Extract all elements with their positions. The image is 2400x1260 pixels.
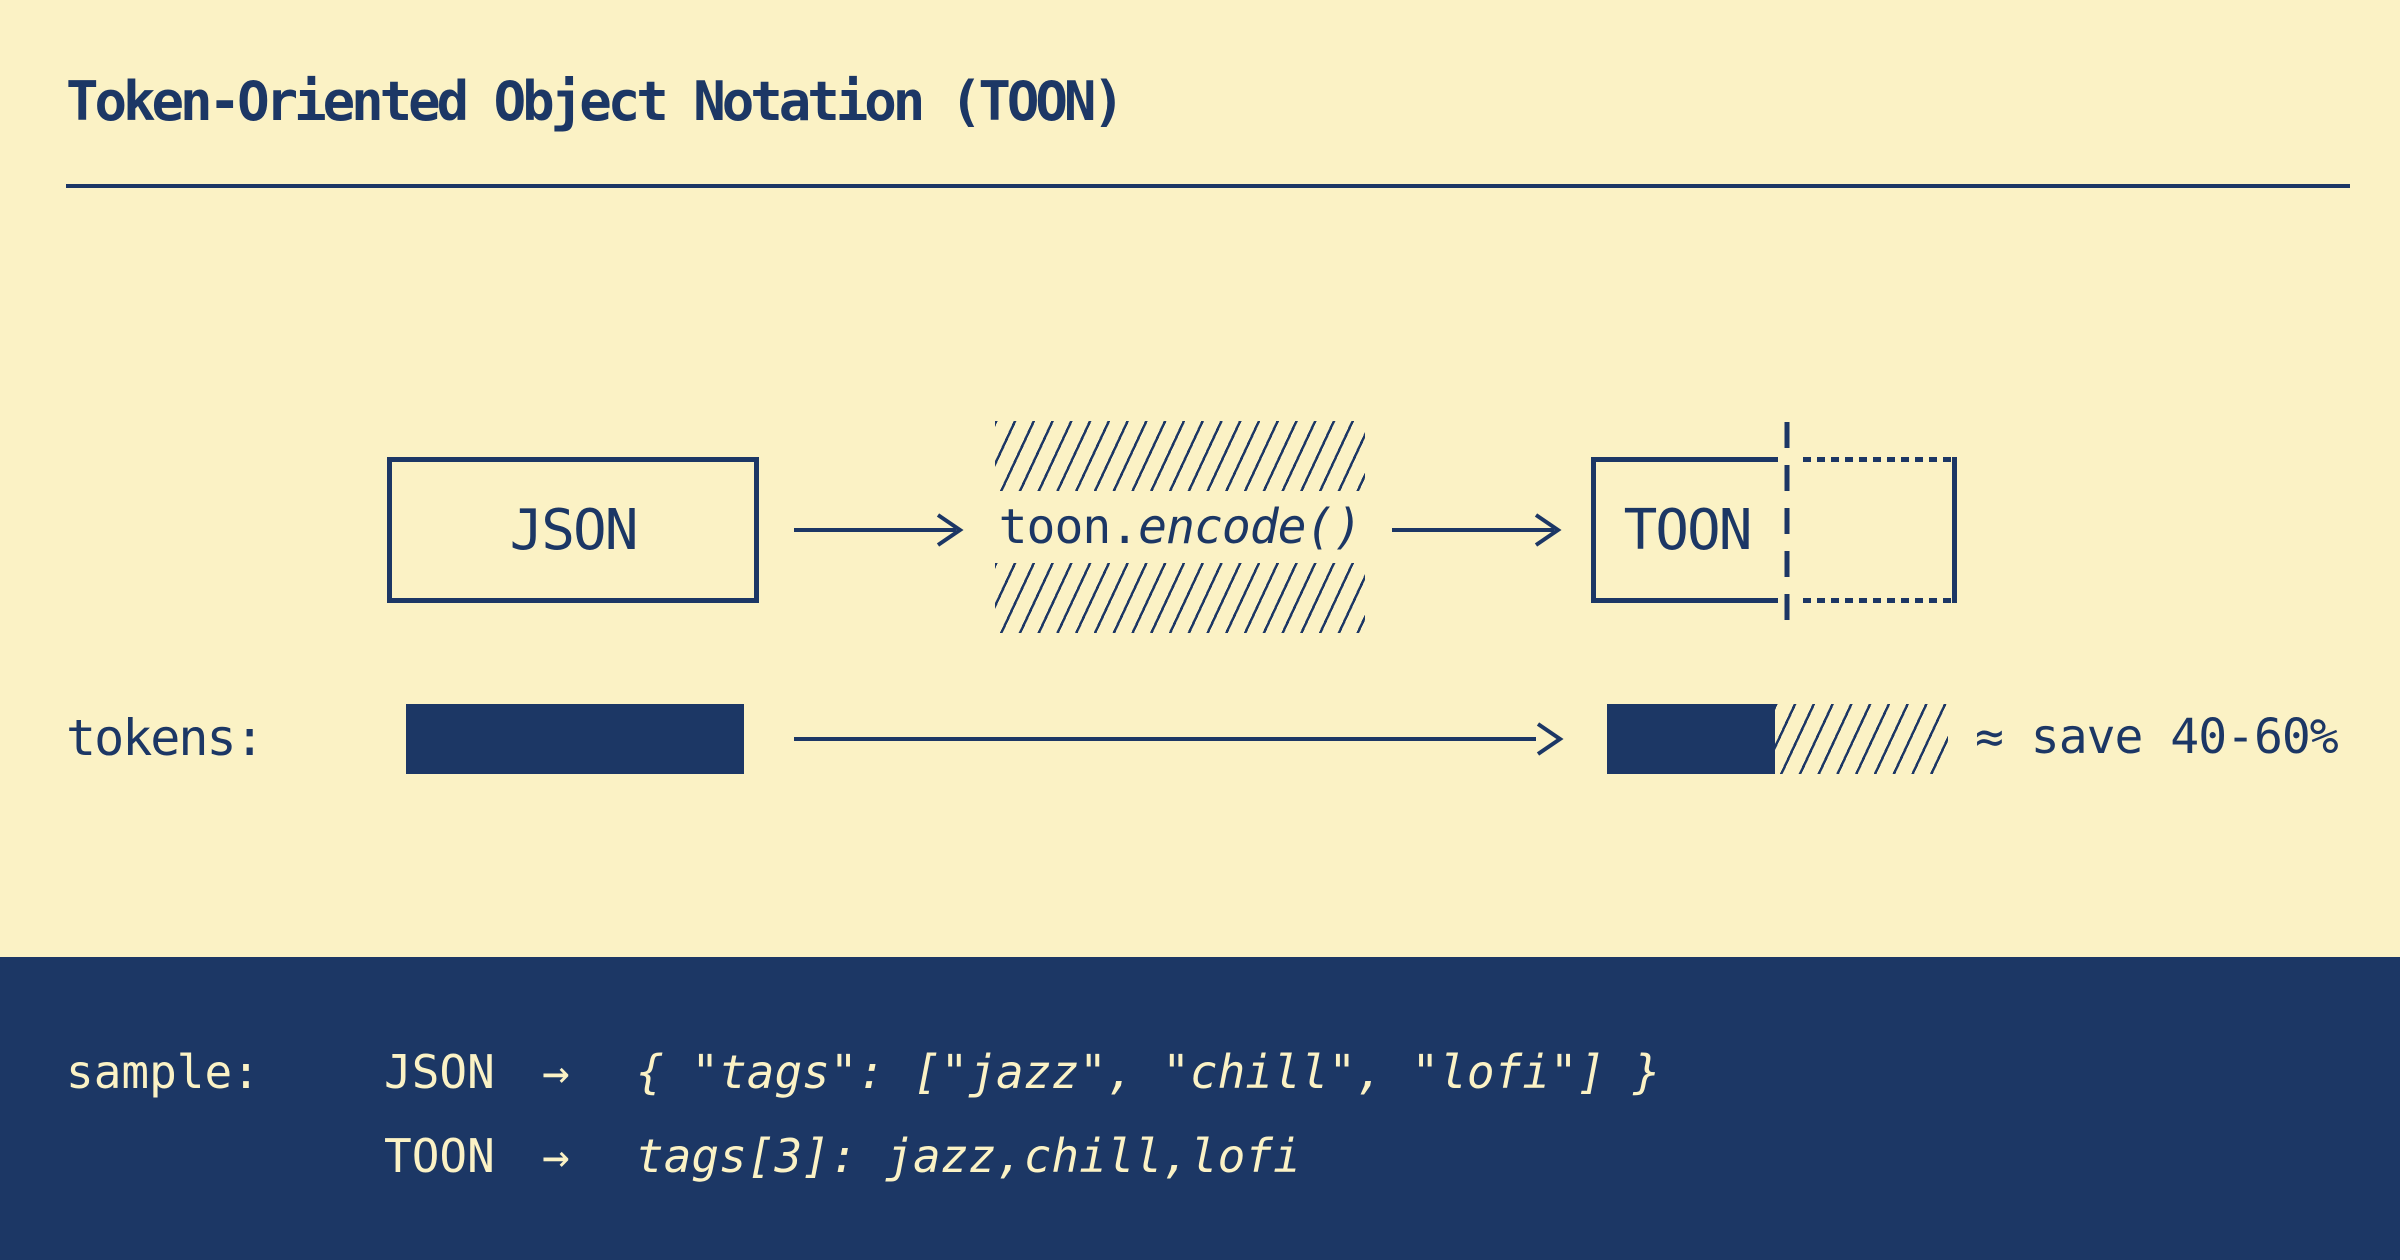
- trim-cut-and-ghost-box: [1784, 422, 1957, 630]
- sample-row-code: tags[3]: jazz,chill,lofi: [636, 1129, 1301, 1183]
- sample-panel: [0, 957, 2400, 1260]
- sample-row-arrow-icon: →: [542, 1129, 570, 1183]
- page-title: Token-Oriented Object Notation (TOON): [66, 70, 1125, 133]
- json-token-bar: [406, 704, 744, 774]
- json-input-box: JSON: [387, 457, 759, 603]
- savings-note: ≈ save 40-60%: [1975, 709, 2339, 765]
- tokens-row-label: tokens:: [66, 709, 265, 767]
- title-divider: [66, 184, 2350, 188]
- hatch-bottom: [995, 563, 1365, 633]
- sample-row-format: TOON: [384, 1129, 495, 1183]
- toon-token-bar-solid: [1607, 704, 1775, 774]
- json-input-label: JSON: [509, 497, 639, 563]
- flow-arrow-icon: [1392, 513, 1562, 547]
- toon-output-label: TOON: [1623, 497, 1753, 563]
- encoder-method: encode(): [1138, 499, 1362, 555]
- sample-label: sample:: [66, 1045, 260, 1099]
- encoder-block: toon.encode(): [995, 421, 1365, 633]
- tokens-arrow-icon: [794, 722, 1564, 756]
- sample-row-format: JSON: [384, 1045, 495, 1099]
- encoder-call-text: toon.encode(): [995, 491, 1365, 563]
- hatch-top: [995, 421, 1365, 491]
- toon-token-bar-saved-hatch: [1775, 704, 1948, 774]
- toon-output-box: TOON: [1591, 457, 1778, 603]
- sample-row-arrow-icon: →: [542, 1045, 570, 1099]
- flow-arrow-icon: [794, 513, 964, 547]
- sample-row-code: { "tags": ["jazz", "chill", "lofi"] }: [636, 1045, 1661, 1099]
- encoder-prefix: toon.: [998, 499, 1139, 555]
